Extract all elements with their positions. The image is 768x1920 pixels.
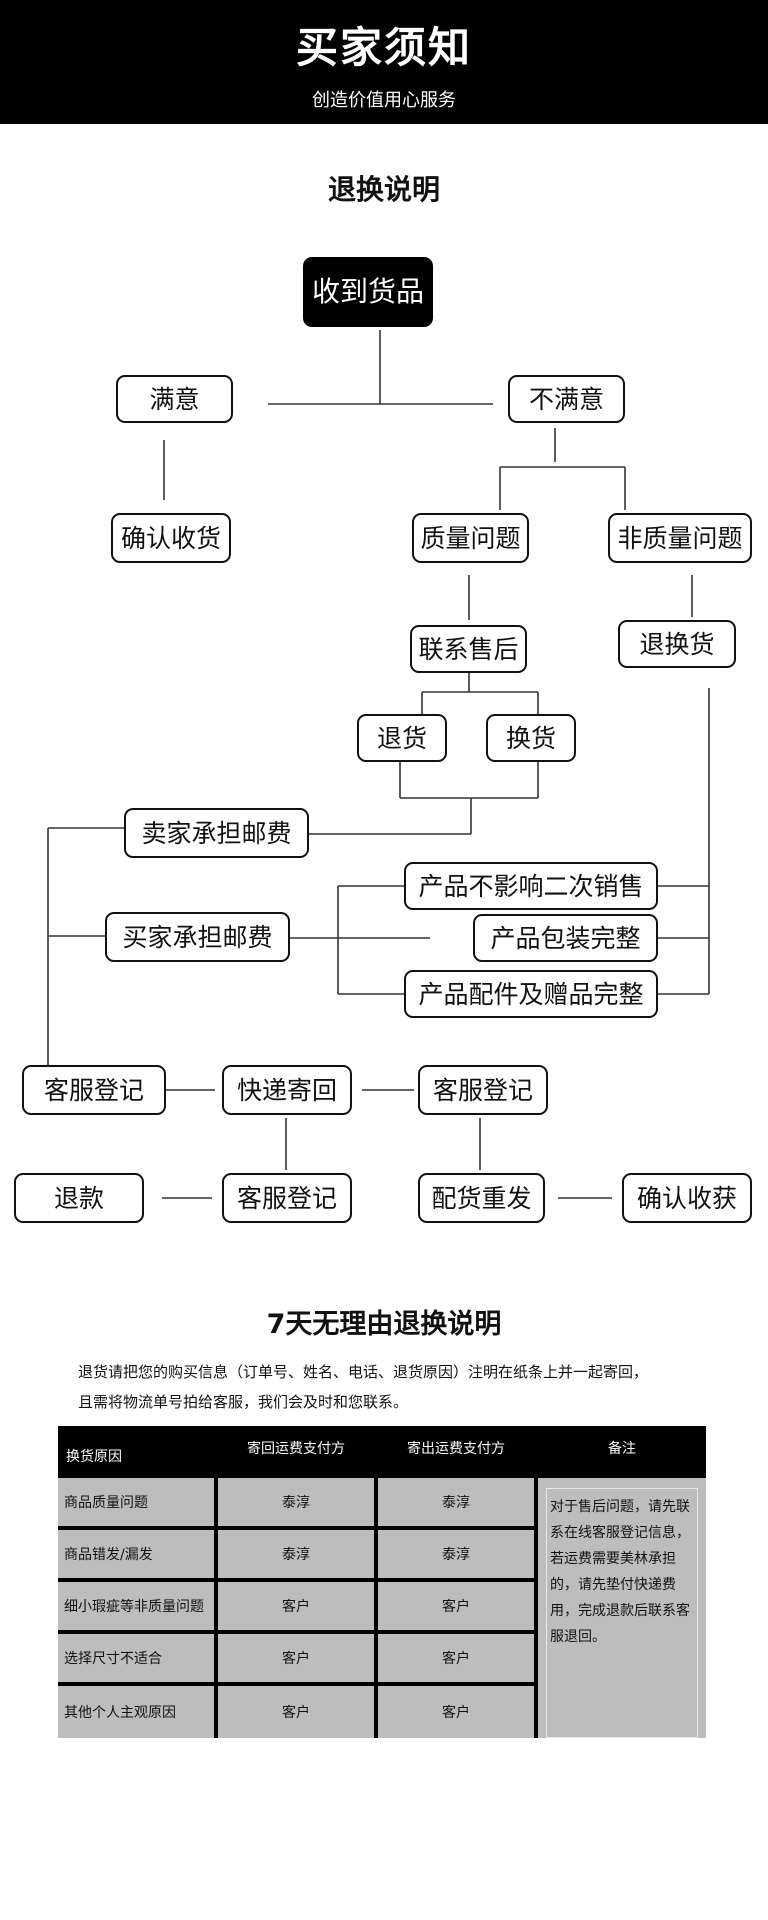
flow-node-cs-register-right: 客服登记 xyxy=(418,1065,548,1115)
table-header-note: 备注 xyxy=(538,1426,706,1474)
flow-node-express-return: 快递寄回 xyxy=(222,1065,352,1115)
flow-node-seller-pays: 卖家承担邮费 xyxy=(124,808,309,858)
table-note-text: 对于售后问题，请先联系在线客服登记信息，若运费需要美林承担的，请先垫付快递费用，… xyxy=(550,1499,690,1645)
table-note-cell: 对于售后问题，请先联系在线客服登记信息，若运费需要美林承担的，请先垫付快递费用，… xyxy=(538,1478,706,1738)
flow-node-confirm-receipt: 确认收货 xyxy=(111,513,231,563)
table-cell: 泰淳 xyxy=(218,1478,374,1526)
table-cell: 客户 xyxy=(218,1686,374,1738)
table-cell: 客户 xyxy=(378,1686,534,1738)
table-cell: 客户 xyxy=(378,1582,534,1630)
flow-node-cond-resale: 产品不影响二次销售 xyxy=(404,862,658,910)
table-cell: 客户 xyxy=(218,1582,374,1630)
flow-node-received: 收到货品 xyxy=(303,257,433,327)
table-note-frame xyxy=(546,1488,698,1738)
table-header-reason: 换货原因 xyxy=(58,1426,214,1474)
table-cell: 客户 xyxy=(378,1634,534,1682)
table-cell: 选择尺寸不适合 xyxy=(58,1634,214,1682)
policy-table: 换货原因 寄回运费支付方 寄出运费支付方 备注 商品质量问题 泰淳 泰淳 商品错… xyxy=(58,1426,706,1738)
table-cell: 其他个人主观原因 xyxy=(58,1686,214,1738)
table-cell: 细小瑕疵等非质量问题 xyxy=(58,1582,214,1630)
flow-node-contact-aftersales: 联系售后 xyxy=(410,625,527,673)
flowchart-title: 退换说明 xyxy=(327,173,440,206)
table-cell: 商品错发/漏发 xyxy=(58,1530,214,1578)
table-cell: 泰淳 xyxy=(218,1530,374,1578)
flow-node-refund: 退款 xyxy=(14,1173,144,1223)
policy-title: 7天无理由退换说明 xyxy=(266,1309,502,1340)
table-cell: 泰淳 xyxy=(378,1478,534,1526)
flow-node-exchange: 换货 xyxy=(486,714,576,762)
policy-intro-line2: 且需将物流单号拍给客服，我们会及时和您联系。 xyxy=(78,1393,409,1411)
flow-node-reship: 配货重发 xyxy=(418,1173,545,1223)
table-cell: 客户 xyxy=(218,1634,374,1682)
table-cell: 商品质量问题 xyxy=(58,1478,214,1526)
flow-node-buyer-pays: 买家承担邮费 xyxy=(105,912,290,962)
header-banner: 买家须知 创造价值用心服务 xyxy=(0,0,768,124)
page-subtitle: 创造价值用心服务 xyxy=(312,90,456,111)
flow-node-cond-package: 产品包装完整 xyxy=(473,914,658,962)
table-header-return-shipping: 寄回运费支付方 xyxy=(218,1426,374,1474)
flow-node-satisfied: 满意 xyxy=(116,375,233,423)
flow-node-non-quality-issue: 非质量问题 xyxy=(608,513,752,563)
flow-node-return-exchange: 退换货 xyxy=(618,620,736,668)
flow-node-cs-register-bottom: 客服登记 xyxy=(222,1173,352,1223)
table-header-send-shipping: 寄出运费支付方 xyxy=(378,1426,534,1474)
table-cell: 泰淳 xyxy=(378,1530,534,1578)
flow-node-unsatisfied: 不满意 xyxy=(508,375,625,423)
flow-node-cond-accessories: 产品配件及赠品完整 xyxy=(404,970,658,1018)
flow-node-return: 退货 xyxy=(357,714,447,762)
policy-intro-line1: 退货请把您的购买信息（订单号、姓名、电话、退货原因）注明在纸条上并一起寄回， xyxy=(78,1363,649,1381)
page-title: 买家须知 xyxy=(295,23,472,72)
flow-node-quality-issue: 质量问题 xyxy=(412,513,529,563)
flow-node-cs-register-left: 客服登记 xyxy=(22,1065,166,1115)
flow-node-confirm-receipt-final: 确认收获 xyxy=(622,1173,752,1223)
flowchart-connectors xyxy=(47,330,710,1199)
flowchart: 收到货品 满意 不满意 确认收货 质量问题 非质量问题 联系售后 退换货 退货 … xyxy=(14,257,752,1223)
